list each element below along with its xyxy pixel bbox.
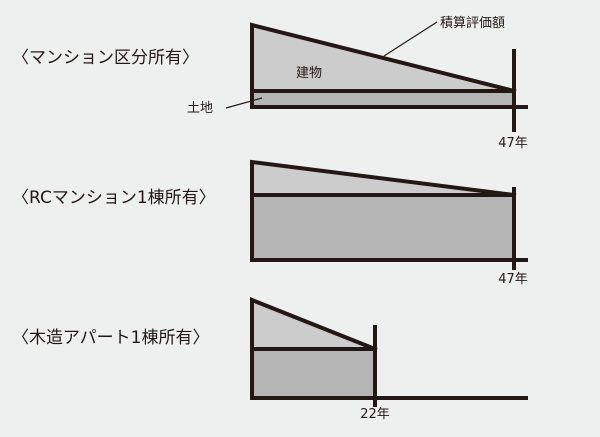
years-label: 47年 bbox=[498, 136, 528, 151]
valuation-label: 積算評価額 bbox=[440, 16, 505, 31]
land-leader-line bbox=[225, 97, 263, 109]
land-value-area bbox=[252, 349, 375, 398]
land-value-area bbox=[252, 91, 514, 107]
valuation-line bbox=[250, 159, 517, 262]
diagram-condo-unit: 〈マンション区分所有〉 47年 建物 土地 積算評価額 bbox=[12, 16, 528, 151]
diagram-rc-building: 〈RCマンション1棟所有〉 47年 bbox=[12, 159, 528, 287]
valuation-leader-line bbox=[383, 21, 438, 57]
valuation-line bbox=[250, 22, 517, 109]
building-label: 建物 bbox=[296, 66, 322, 81]
valuation-line bbox=[250, 297, 378, 400]
land-value-area bbox=[252, 195, 514, 260]
diagram-title: 〈マンション区分所有〉 bbox=[12, 48, 199, 68]
years-label: 47年 bbox=[498, 272, 528, 287]
diagram-title: 〈RCマンション1棟所有〉 bbox=[12, 188, 216, 208]
years-label: 22年 bbox=[360, 407, 390, 422]
diagram-title: 〈木造アパート1棟所有〉 bbox=[12, 328, 209, 348]
diagram-wooden-apartment: 〈木造アパート1棟所有〉 22年 bbox=[12, 297, 528, 422]
land-label: 土地 bbox=[187, 101, 213, 116]
